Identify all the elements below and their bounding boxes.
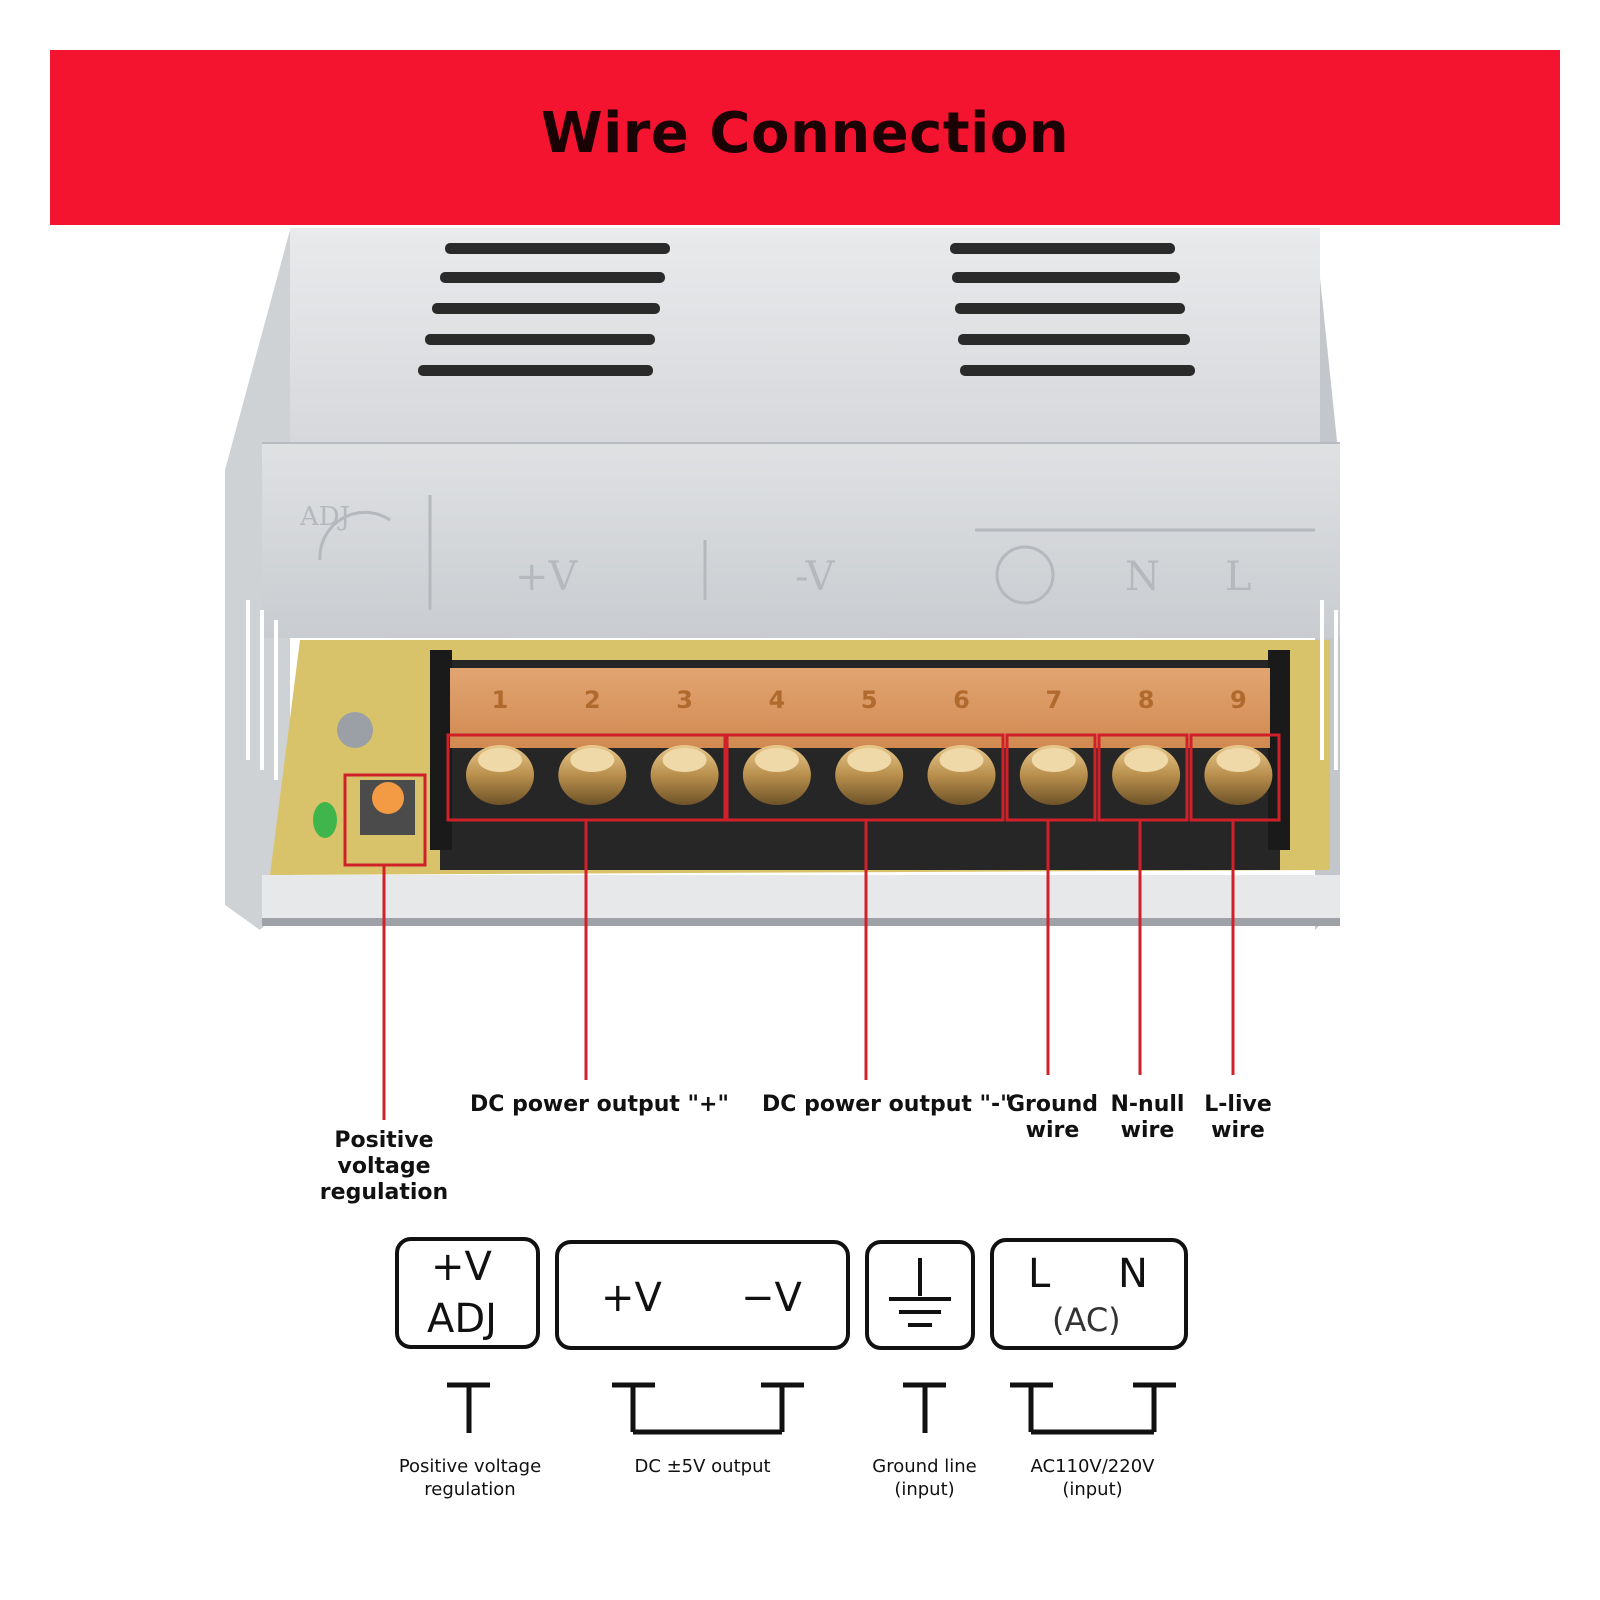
terminal-number-5: 5 — [861, 686, 878, 714]
highlight-l — [1189, 733, 1281, 822]
bottom-label-ac: AC110V/220V (input) — [1030, 1456, 1155, 1500]
legend-ac-l: L — [1028, 1251, 1051, 1297]
terminal-number-8: 8 — [1138, 686, 1155, 714]
title-banner: Wire Connection — [50, 50, 1560, 225]
ground-symbol-icon — [889, 1258, 951, 1327]
terminal-screw-head-4 — [754, 748, 799, 772]
panel-label-adj: ADJ — [299, 502, 350, 532]
legend-box-ac: L N (AC) — [990, 1238, 1188, 1350]
banner-title: Wire Connection — [540, 101, 1070, 166]
callout-dc-plus: DC power output "+" — [470, 1092, 729, 1117]
terminal-screw-head-5 — [847, 748, 892, 772]
vent-slots — [418, 243, 1195, 376]
bottom-label-ground: Ground line (input) — [872, 1456, 977, 1500]
panel-label-n: N — [1125, 554, 1160, 600]
callout-l-live: L-live wire — [1204, 1092, 1272, 1143]
terminal-screw-head-9 — [1216, 748, 1261, 772]
terminal-screw-head-1 — [478, 748, 522, 772]
panel-label-l: L — [1225, 554, 1252, 600]
mounting-screw — [337, 712, 373, 748]
callout-n-null: N-null wire — [1110, 1092, 1185, 1143]
terminal-screw-head-8 — [1124, 748, 1169, 772]
panel-label-v-minus: -V — [795, 554, 836, 600]
legend-box-dc: +V −V — [555, 1240, 850, 1350]
terminal-screw-head-3 — [662, 748, 707, 772]
terminal-number-1: 1 — [492, 686, 509, 714]
potentiometer-knob — [372, 782, 404, 814]
led-indicator — [313, 802, 337, 838]
terminal-number-3: 3 — [676, 686, 693, 714]
legend-box-adj: +V ADJ — [395, 1237, 540, 1349]
legend-dc-minus: −V — [741, 1275, 802, 1321]
highlight-n — [1097, 733, 1189, 822]
callout-ground: Ground wire — [1006, 1092, 1099, 1143]
terminal-screw-head-2 — [570, 748, 615, 772]
case-front-panel — [262, 443, 1340, 638]
bottom-label-dc: DC ±5V output — [634, 1456, 771, 1477]
callout-voltage-regulation: Positive voltage regulation — [319, 1128, 449, 1205]
terminal-number-2: 2 — [584, 686, 601, 714]
legend-dc-plus: +V — [601, 1275, 662, 1321]
legend-adj-line1: +V — [431, 1244, 492, 1290]
legend-box-ground — [865, 1240, 975, 1350]
callout-dc-minus: DC power output "-" — [762, 1092, 1012, 1117]
bottom-label-adj: Positive voltage regulation — [398, 1456, 542, 1500]
terminal-number-9: 9 — [1230, 686, 1247, 714]
terminal-screw-head-6 — [939, 748, 984, 772]
terminal-screw-head-7 — [1031, 748, 1076, 772]
highlight-ground — [1005, 733, 1097, 822]
legend-adj-line2: ADJ — [427, 1296, 497, 1342]
legend-ac-n: N — [1118, 1251, 1148, 1297]
panel-label-v-plus: +V — [515, 554, 579, 600]
terminal-number-6: 6 — [953, 686, 970, 714]
terminal-number-7: 7 — [1045, 686, 1062, 714]
legend-ac-sub: (AC) — [1052, 1301, 1121, 1339]
terminal-number-4: 4 — [769, 686, 786, 714]
